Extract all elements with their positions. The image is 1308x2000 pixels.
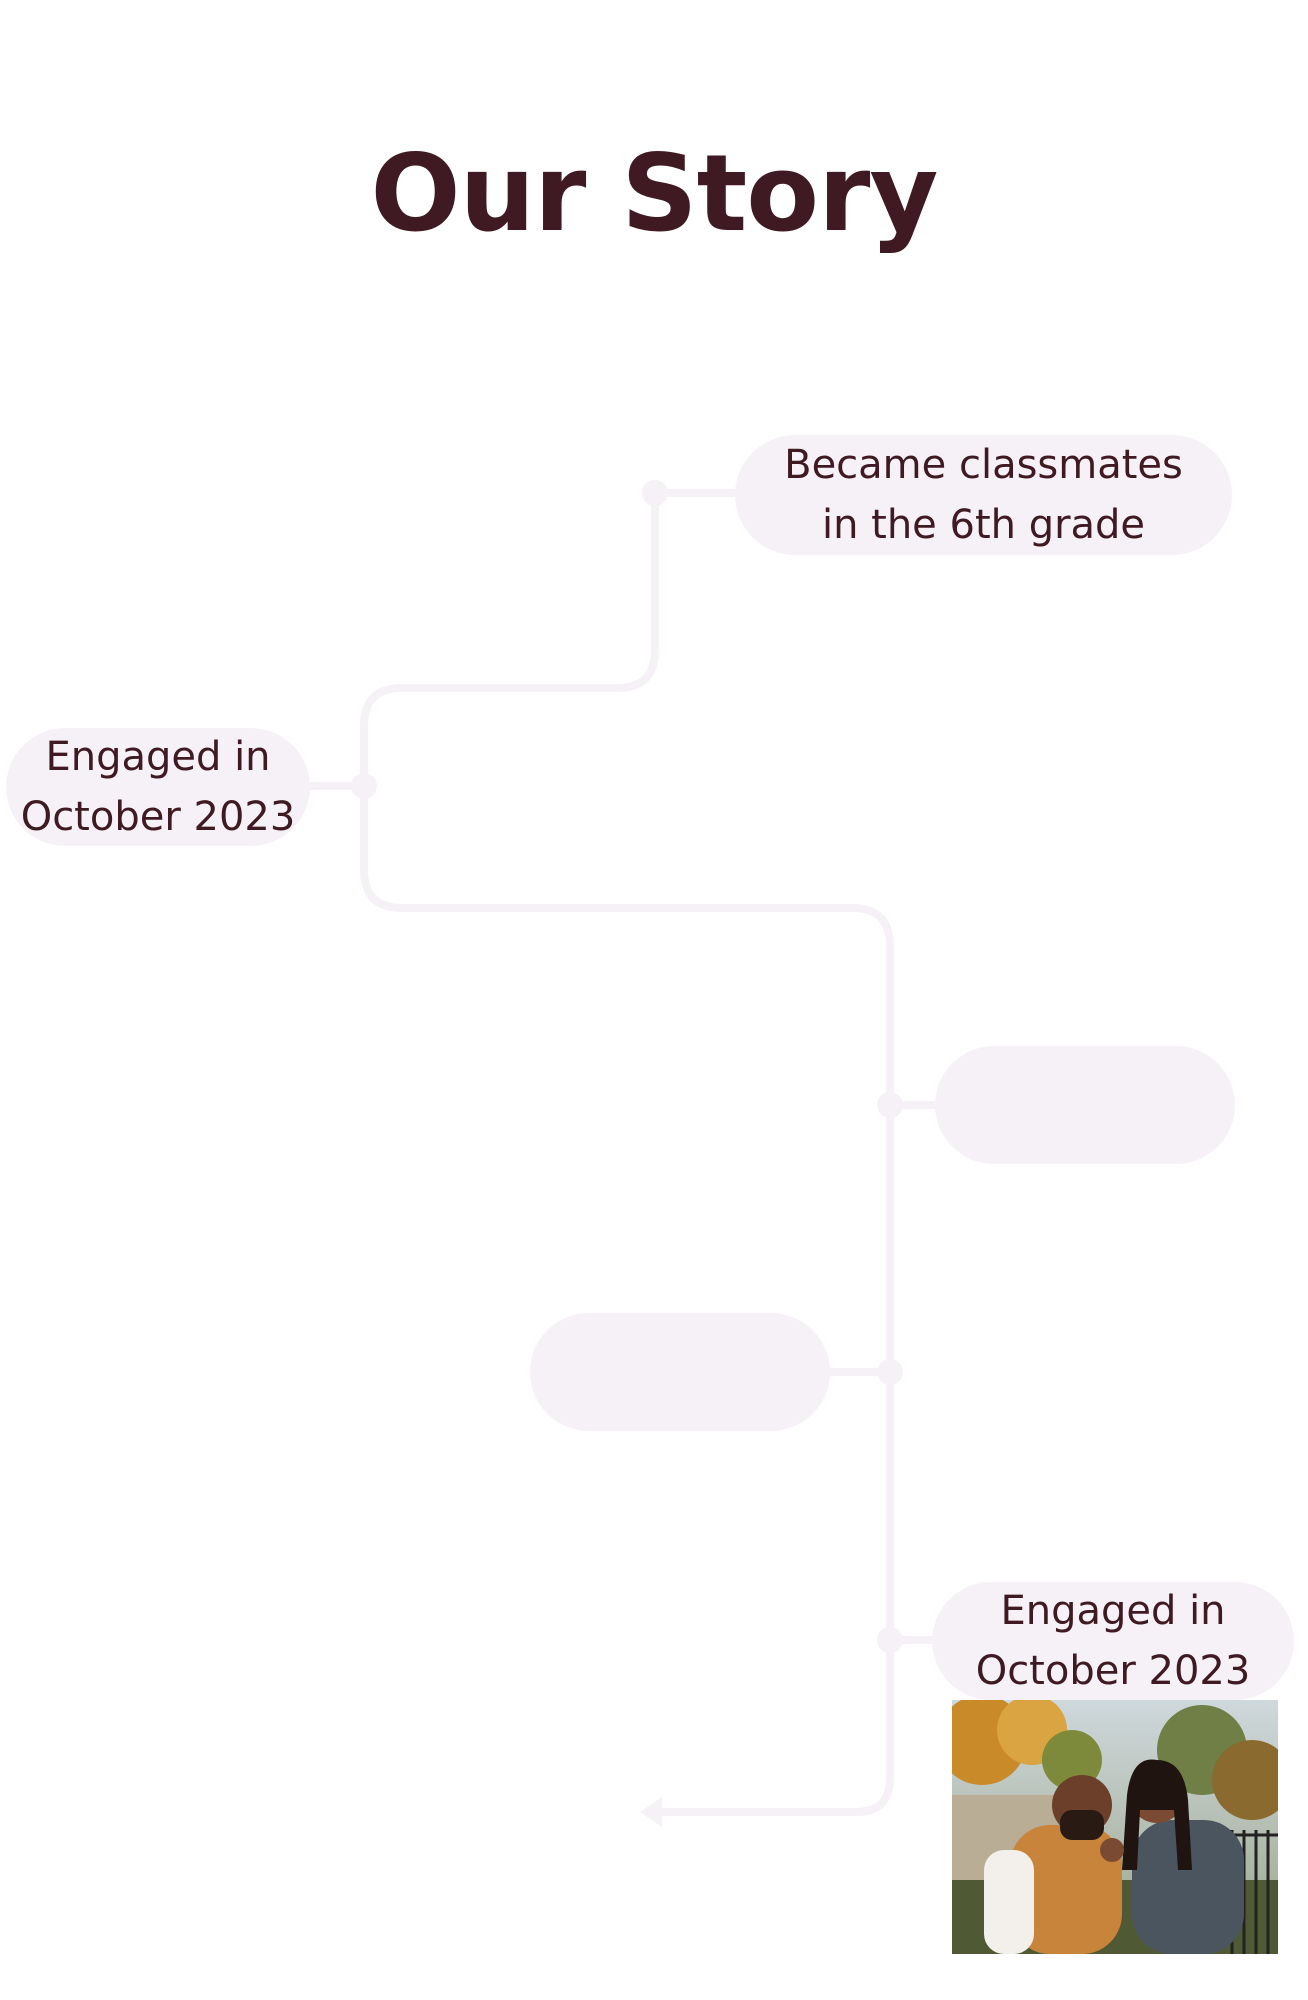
- timeline-node: [642, 480, 668, 506]
- timeline-event-5-line1: Engaged in: [1000, 1588, 1226, 1634]
- timeline-event-4: [530, 1313, 830, 1431]
- timeline-event-1-line2: in the 6th grade: [821, 502, 1146, 548]
- timeline-event-2-line1: Engaged in: [45, 734, 271, 780]
- timeline-event-1: Became classmates in the 6th grade: [735, 435, 1232, 555]
- timeline-node: [351, 773, 377, 799]
- engagement-photo: [952, 1700, 1278, 1954]
- page-title: Our Story: [370, 132, 939, 255]
- timeline-node: [877, 1092, 903, 1118]
- timeline-event-2-line2: October 2023: [20, 794, 296, 840]
- timeline-event-5-line2: October 2023: [975, 1648, 1251, 1694]
- timeline-event-3: [935, 1046, 1235, 1164]
- arrow-left-icon: [640, 1797, 662, 1827]
- timeline-event-1-line1: Became classmates: [784, 442, 1183, 488]
- timeline-node: [877, 1627, 903, 1653]
- timeline-event-2: Engaged in October 2023: [6, 728, 310, 846]
- timeline-node: [877, 1359, 903, 1385]
- timeline-event-5: Engaged in October 2023: [932, 1582, 1294, 1700]
